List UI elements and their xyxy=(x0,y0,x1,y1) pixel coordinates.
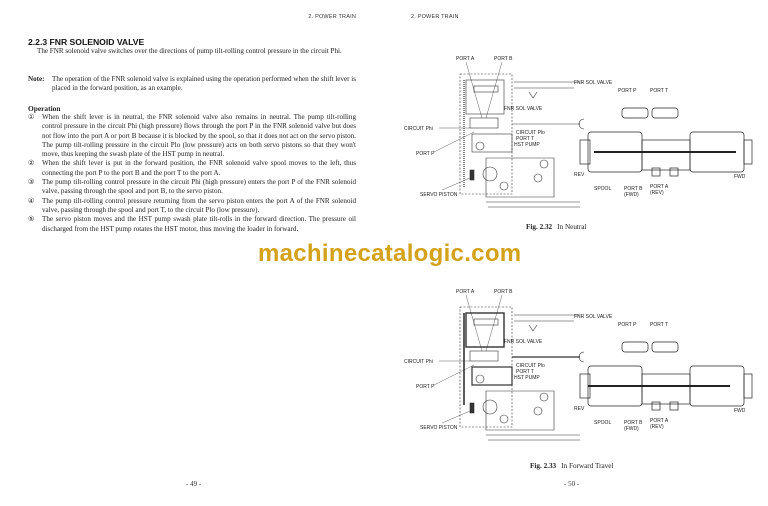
label-port-b: PORT B xyxy=(494,289,513,295)
label-circuit-phi: CIRCUIT Phi xyxy=(404,359,433,365)
label-circuit-plo: CIRCUIT Plo xyxy=(516,363,545,369)
fig-2-32-caption: Fig. 2.32 In Neutral xyxy=(526,223,587,231)
fig-2-33-circuit-diagram: PORT A PORT B FNR SOL VALVE CIRCUIT Phi … xyxy=(404,285,584,445)
note-text: The operation of the FNR solenoid valve … xyxy=(52,75,356,93)
label-circuit-plo: CIRCUIT Plo xyxy=(516,130,545,136)
fig-2-33-caption: Fig. 2.33 In Forward Travel xyxy=(530,462,613,470)
label-spool: SPOOL xyxy=(594,420,611,426)
label-port-b-fwd: (FWD) xyxy=(624,426,639,432)
label-port-p: PORT P xyxy=(618,88,637,94)
fig-2-33-valve-section: FNR SOL VALVE PORT P PORT T REV FWD SPOO… xyxy=(574,312,754,432)
note-label: Note: xyxy=(28,75,45,83)
step-text: The pump tilt-rolling control pressure i… xyxy=(42,178,356,196)
label-port-t: PORT T xyxy=(516,369,534,375)
valve-cutaway-icon: FNR SOL VALVE PORT P PORT T REV FWD SPOO… xyxy=(574,80,753,198)
step-number: ② xyxy=(28,159,35,168)
label-port-b: PORT B xyxy=(624,186,643,192)
label-port-a: PORT A xyxy=(650,418,669,424)
intro-paragraph: The FNR solenoid valve switches over the… xyxy=(37,47,342,55)
label-servo-piston: SERVO PISTON xyxy=(420,192,458,198)
label-port-p: PORT P xyxy=(416,151,435,157)
operation-step: ④ The pump tilt-rolling control pressure … xyxy=(28,197,356,216)
step-number: ① xyxy=(28,113,35,121)
valve-cutaway-icon: FNR SOL VALVE PORT P PORT T REV FWD SPOO… xyxy=(574,314,753,432)
page-50: 2. POWER TRAIN xyxy=(384,0,768,506)
operation-list: ① When the shift lever is in neutral, the… xyxy=(28,113,356,234)
label-servo-piston: SERVO PISTON xyxy=(420,425,458,431)
label-port-p: PORT P xyxy=(618,322,637,328)
page-number: - 50 - xyxy=(564,480,580,488)
label-port-t: PORT T xyxy=(650,88,668,94)
watermark: machinecatalogic.com xyxy=(258,240,522,267)
step-text: When the shift lever is in neutral, the … xyxy=(42,113,356,159)
label-port-a: PORT A xyxy=(456,289,475,295)
label-port-a-rev: (REV) xyxy=(650,424,664,430)
label-circuit-phi: CIRCUIT Phi xyxy=(404,126,433,132)
step-number: ④ xyxy=(28,196,35,205)
label-port-b: PORT B xyxy=(494,56,513,62)
label-port-t: PORT T xyxy=(516,136,534,142)
operation-step: ② When the shift lever is put in the forw… xyxy=(28,159,356,178)
note: Note: The operation of the FNR solenoid … xyxy=(28,75,356,94)
step-number: ③ xyxy=(28,178,35,187)
step-number: ⑤ xyxy=(28,215,35,224)
label-port-b-fwd: (FWD) xyxy=(624,192,639,198)
label-rev: REV xyxy=(574,406,585,412)
label-fnr-sol-valve: FNR SOL VALVE xyxy=(574,314,613,320)
page-49: 2. POWER TRAIN 2.2.3 FNR SOLENOID VALVE … xyxy=(28,14,356,488)
operation-heading: Operation xyxy=(28,104,61,113)
figure-number: Fig. 2.33 xyxy=(530,462,557,470)
label-rev: REV xyxy=(574,172,585,178)
fig-2-32-circuit-diagram: PORT A PORT B FNR SOL VALVE CIRCUIT Phi … xyxy=(404,52,584,212)
step-text: The servo piston moves and the HST pump … xyxy=(42,215,356,233)
label-spool: SPOOL xyxy=(594,186,611,192)
operation-step: ① When the shift lever is in neutral, the… xyxy=(28,113,356,159)
label-port-b: PORT B xyxy=(624,420,643,426)
label-port-p: PORT P xyxy=(416,384,435,390)
running-head: 2. POWER TRAIN xyxy=(308,14,356,20)
label-port-a-rev: (REV) xyxy=(650,190,664,196)
label-port-a: PORT A xyxy=(650,184,669,190)
page-number: - 49 - xyxy=(186,480,202,488)
operation-step: ⑤ The servo piston moves and the HST pump… xyxy=(28,215,356,234)
label-port-t: PORT T xyxy=(650,322,668,328)
step-text: The pump tilt-rolling control pressure r… xyxy=(42,196,356,214)
figure-title: In Forward Travel xyxy=(561,462,614,470)
section-title: 2.2.3 FNR SOLENOID VALVE xyxy=(28,37,145,47)
label-hst-pump: HST PUMP xyxy=(514,142,540,148)
step-text: When the shift lever is put in the forwa… xyxy=(42,159,356,177)
hydraulic-circuit-icon: PORT A PORT B FNR SOL VALVE CIRCUIT Phi … xyxy=(404,289,584,441)
fig-2-32-valve-section: FNR SOL VALVE PORT P PORT T REV FWD SPOO… xyxy=(574,78,754,198)
figure-title: In Neutral xyxy=(557,223,587,231)
hydraulic-circuit-icon: PORT A PORT B FNR SOL VALVE CIRCUIT Phi … xyxy=(404,56,584,208)
label-fnr-sol-valve: FNR SOL VALVE xyxy=(574,80,613,86)
label-fnr-sol-valve: FNR SOL VALVE xyxy=(504,339,543,345)
label-fwd: FWD xyxy=(734,174,746,180)
figure-number: Fig. 2.32 xyxy=(526,223,553,231)
label-fnr-sol-valve: FNR SOL VALVE xyxy=(504,106,543,112)
label-hst-pump: HST PUMP xyxy=(514,375,540,381)
running-head: 2. POWER TRAIN xyxy=(411,14,459,20)
operation-step: ③ The pump tilt-rolling control pressure … xyxy=(28,178,356,197)
label-port-a: PORT A xyxy=(456,56,475,62)
label-fwd: FWD xyxy=(734,408,746,414)
